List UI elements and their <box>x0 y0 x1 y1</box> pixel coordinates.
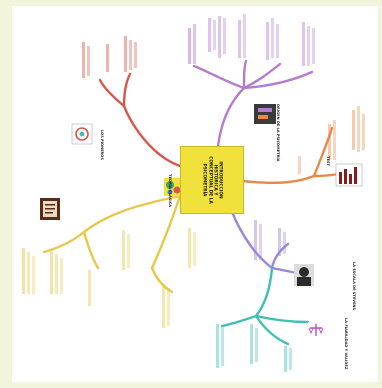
yellow-notes <box>22 228 196 328</box>
label-test: TEST <box>326 156 330 166</box>
label-fiabilidad: LA FIABILIDAD Y VALIDEZ <box>344 318 348 370</box>
picture-gears <box>164 178 182 196</box>
picture-chart <box>335 163 363 187</box>
central-topic-title: INTRODUCCIÓN HISTÓRICA Y CONCEPTUAL DE L… <box>201 156 223 204</box>
label-tct: TEORÍA CLÁSICA <box>168 174 172 208</box>
label-origen: ORIGEN DE LA PSICOMETRÍA <box>276 104 280 162</box>
picture-machine <box>254 104 276 124</box>
branch-lines <box>22 14 365 372</box>
red-branch <box>98 72 182 168</box>
picture-portrait <box>294 264 314 286</box>
central-topic-node[interactable]: INTRODUCCIÓN HISTÓRICA Y CONCEPTUAL DE L… <box>180 146 244 214</box>
picture-scale <box>308 322 324 338</box>
label-pioneros: LOS PIONEROS <box>100 130 104 160</box>
yellow-branch <box>42 194 182 294</box>
teal-branch <box>220 266 310 346</box>
purple-notes <box>188 14 315 66</box>
orange-notes <box>298 106 365 174</box>
violet-notes <box>254 220 286 260</box>
purple-branch <box>192 59 314 148</box>
picture-document <box>40 198 60 220</box>
teal-notes <box>216 324 292 372</box>
violet-branch <box>230 210 304 276</box>
picture-diagram <box>71 123 93 145</box>
mind-map-canvas: INTRODUCCIÓN HISTÓRICA Y CONCEPTUAL DE L… <box>12 6 378 382</box>
red-notes <box>82 36 137 78</box>
label-stevens: LA ESCALA DE STEVENS <box>352 262 356 311</box>
